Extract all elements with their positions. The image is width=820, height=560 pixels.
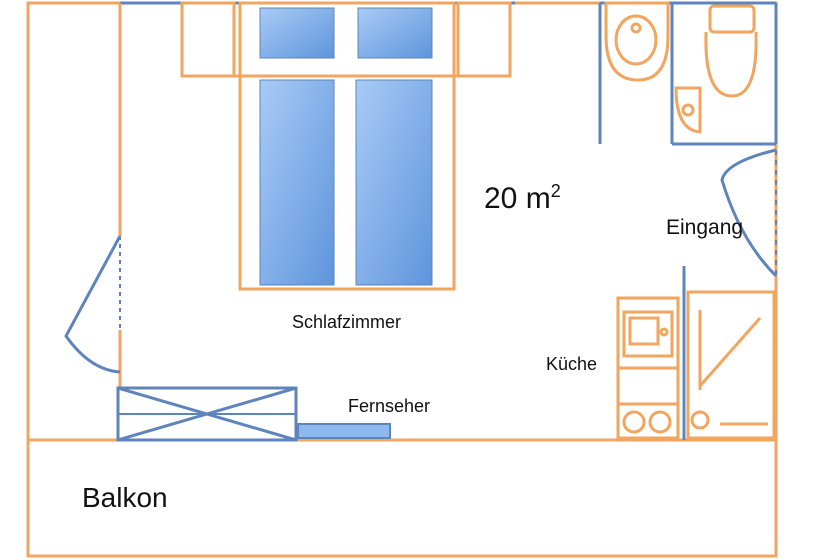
entrance-door xyxy=(720,148,778,278)
mattress-right xyxy=(355,79,433,286)
area-unit-superscript: 2 xyxy=(550,181,561,201)
shower-tap-icon xyxy=(674,86,702,134)
bathroom-walls xyxy=(598,3,778,146)
pillow-right xyxy=(357,7,433,59)
bed-frame xyxy=(180,1,512,291)
sink-icon xyxy=(604,1,670,82)
balcony-door xyxy=(64,235,122,374)
kitchen-label: Küche xyxy=(546,354,598,374)
balcony-label: Balkon xyxy=(82,482,168,513)
tv-label: Fernseher xyxy=(348,396,431,416)
tv-bench xyxy=(297,423,391,439)
area-label: 20 m2 xyxy=(484,182,561,216)
entrance-label: Eingang xyxy=(666,216,744,239)
wardrobe xyxy=(116,386,298,442)
area-value: 20 m xyxy=(484,182,551,215)
pillow-left xyxy=(259,7,335,59)
storage-cabinet xyxy=(686,290,776,440)
bedroom-label: Schlafzimmer xyxy=(292,312,402,332)
kitchen-unit xyxy=(616,296,680,440)
mattress-left xyxy=(259,79,335,286)
toilet-icon xyxy=(704,4,758,98)
